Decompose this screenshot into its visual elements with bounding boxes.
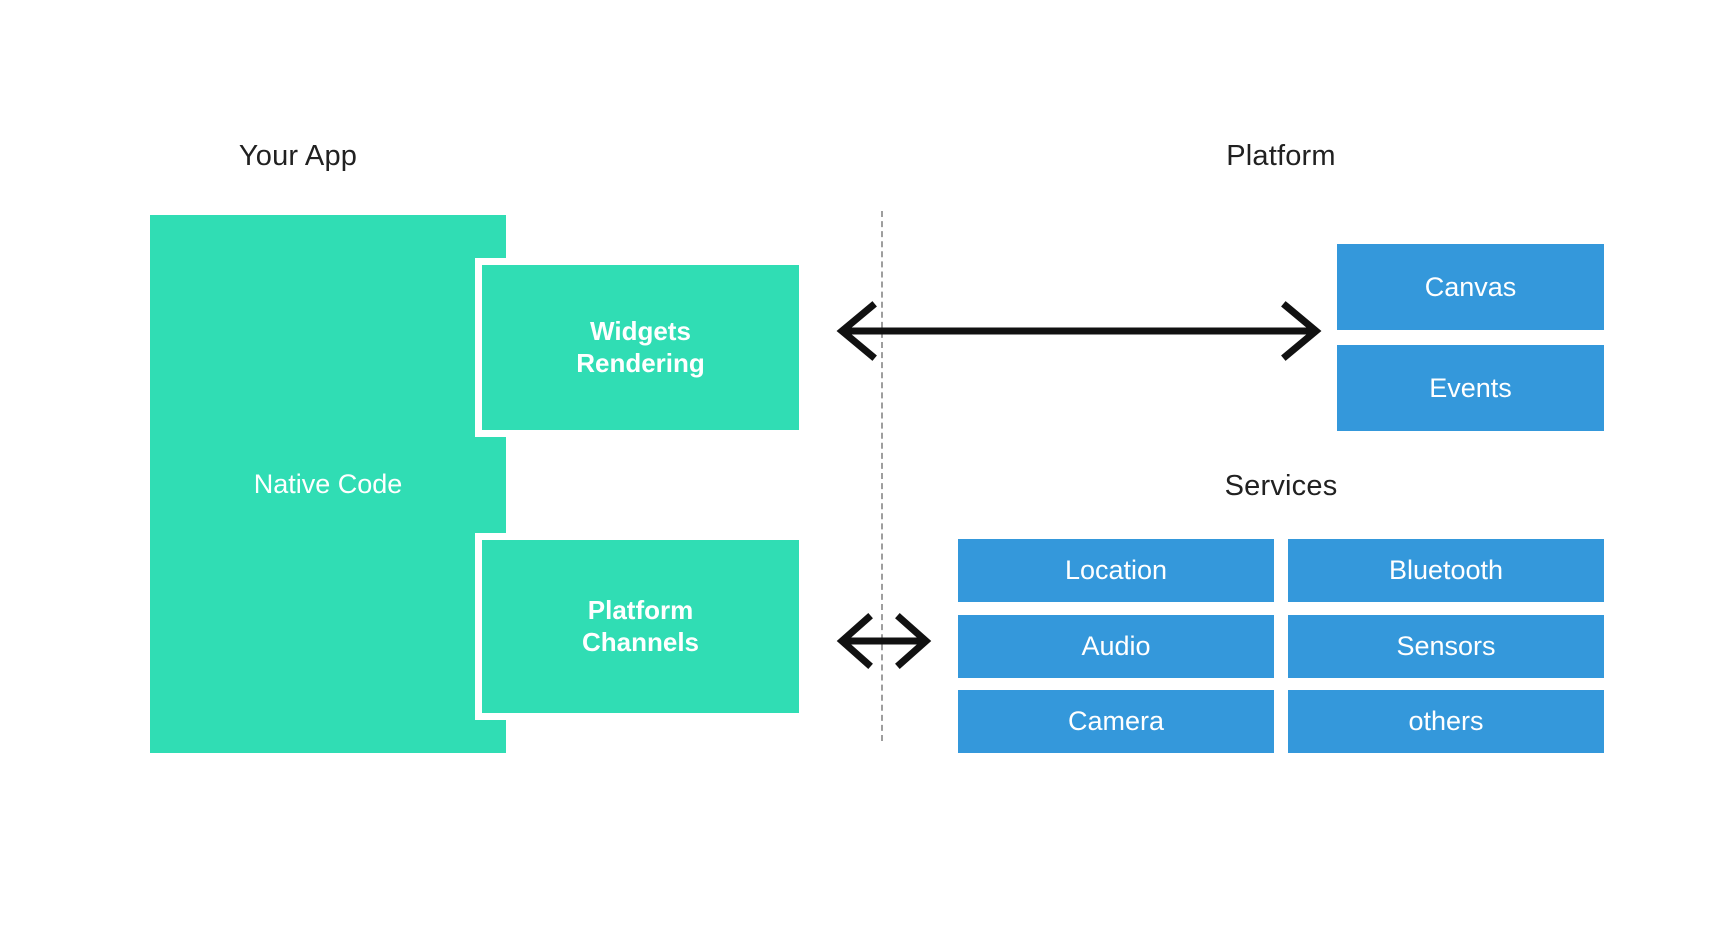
block-widgets-rendering-label: Widgets Rendering: [576, 315, 705, 378]
block-canvas-label: Canvas: [1424, 271, 1517, 302]
block-platform-channels: Platform Channels: [475, 533, 806, 720]
block-native-code: Native Code: [150, 215, 506, 753]
block-platform-channels-label: Platform Channels: [581, 594, 700, 657]
block-events-label: Events: [1429, 372, 1512, 403]
block-service-sensors: Sensors: [1288, 615, 1604, 678]
block-canvas: Canvas: [1337, 244, 1604, 330]
page-title-your-app: Your App: [238, 140, 358, 172]
block-service-location: Location: [958, 539, 1274, 602]
block-events: Events: [1337, 345, 1604, 431]
block-widgets-rendering: Widgets Rendering: [475, 258, 806, 437]
page-title-services: Services: [1224, 470, 1338, 502]
block-service-bluetooth: Bluetooth: [1288, 539, 1604, 602]
block-service-location-label: Location: [1064, 555, 1168, 585]
double-arrow-icon-channels-to-services: [836, 613, 932, 669]
block-service-audio: Audio: [958, 615, 1274, 678]
block-service-others: others: [1288, 690, 1604, 753]
block-native-code-label: Native Code: [253, 468, 403, 499]
block-service-camera: Camera: [958, 690, 1274, 753]
block-service-bluetooth-label: Bluetooth: [1388, 555, 1504, 585]
page-title-platform: Platform: [1226, 140, 1336, 172]
app-platform-boundary-divider: [881, 211, 883, 741]
block-service-sensors-label: Sensors: [1396, 631, 1496, 661]
block-service-camera-label: Camera: [1067, 706, 1165, 736]
block-service-others-label: others: [1408, 706, 1484, 736]
double-arrow-icon-widgets-to-canvas: [836, 301, 1322, 361]
block-service-audio-label: Audio: [1081, 631, 1151, 661]
